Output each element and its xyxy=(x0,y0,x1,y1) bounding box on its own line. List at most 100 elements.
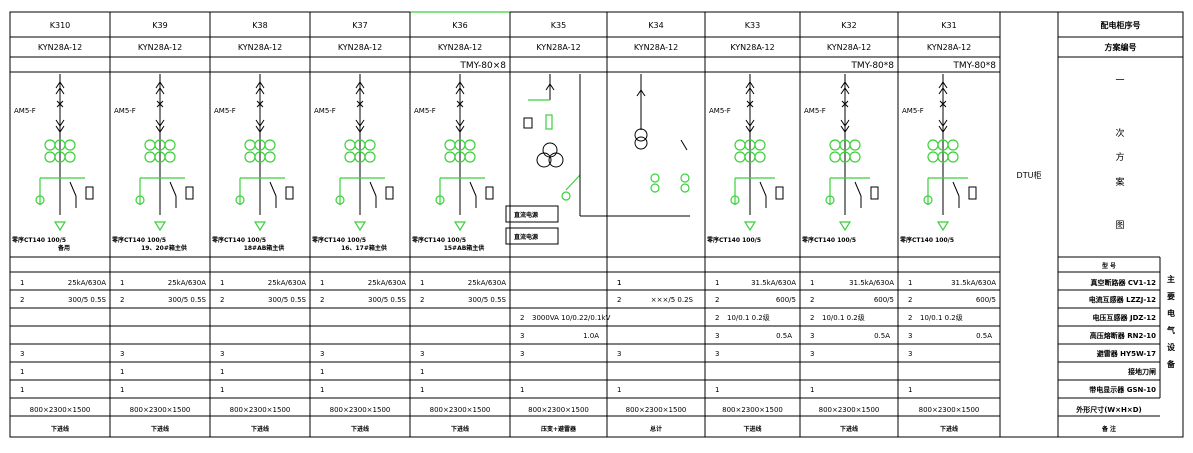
dc-supply-box xyxy=(505,227,559,245)
arrester-icon xyxy=(775,186,784,200)
cabinet-model: KYN28A-12 xyxy=(38,43,82,52)
ct-ratio: 300/5 0.5S xyxy=(168,296,207,304)
scheme-title-char: 方 xyxy=(1115,151,1124,163)
ct-icon xyxy=(244,139,256,151)
plug-contact-icon xyxy=(55,81,65,95)
cabinet-use: 下进线 xyxy=(451,425,469,433)
arrester-qty: 3 xyxy=(908,350,912,358)
zero-seq-ct: 零序CT140 100/5 xyxy=(706,236,761,244)
indicator-lamp-icon xyxy=(825,195,835,205)
indicator-qty: 1 xyxy=(420,386,424,394)
breaker-icon xyxy=(939,100,947,108)
plug-contact-icon xyxy=(636,89,646,97)
legend-side-char: 备 xyxy=(1166,359,1176,369)
arrester-icon xyxy=(523,117,533,129)
indicator-qty: 1 xyxy=(120,386,124,394)
cabinet-number: K35 xyxy=(551,21,566,30)
earth-switch-icon xyxy=(469,181,477,208)
legend-side-char: 电 xyxy=(1167,308,1175,318)
row-index: 2 xyxy=(220,296,224,304)
ct-icon xyxy=(927,139,939,151)
transformer-icon xyxy=(548,152,564,168)
scheme-title-char: 次 xyxy=(1115,127,1124,139)
row-index: 1 xyxy=(908,279,912,287)
row-index: 2 xyxy=(320,296,324,304)
legend-size-header: 外形尺寸(W×H×D) xyxy=(1076,405,1142,414)
plug-contact-icon xyxy=(745,81,755,95)
ct-icon xyxy=(947,151,959,163)
cabinet-number: K32 xyxy=(841,21,856,30)
cable-terminal-icon xyxy=(153,221,167,232)
ct-icon xyxy=(754,139,766,151)
cabinet-use: 下进线 xyxy=(940,425,958,433)
cabinet-model: KYN28A-12 xyxy=(634,43,678,52)
ct-icon xyxy=(144,151,156,163)
ct-icon xyxy=(734,139,746,151)
cabinet-use: 下进线 xyxy=(351,425,369,433)
row-index: 3 xyxy=(715,332,719,340)
pt-icon xyxy=(634,128,648,142)
cabinet-size: 800×2300×1500 xyxy=(30,406,91,414)
cabinet-number: K38 xyxy=(252,21,267,30)
fuse-rating: 0.5A xyxy=(976,332,992,340)
row-index: 2 xyxy=(715,314,719,322)
earth-switch-icon xyxy=(759,181,767,208)
cabinet-use: 压变+避雷器 xyxy=(541,425,577,433)
earth-switch-qty: 1 xyxy=(320,368,324,376)
plug-contact-icon xyxy=(155,119,165,133)
fuse-icon xyxy=(545,114,553,130)
plug-contact-icon xyxy=(840,119,850,133)
plug-contact-icon xyxy=(745,119,755,133)
zero-seq-ct: 零序CT140 100/5 xyxy=(801,236,856,244)
ct-icon xyxy=(64,151,76,163)
row-index: 3 xyxy=(908,332,912,340)
plug-contact-icon xyxy=(840,81,850,95)
legend-equipment: 避雷器 HY5W-17 xyxy=(1096,349,1156,358)
cabinet-use: 下进线 xyxy=(51,425,69,433)
cable-terminal-icon xyxy=(936,221,950,232)
arrester-qty: 3 xyxy=(20,350,24,358)
earth-switch-icon xyxy=(680,139,688,151)
ct-icon xyxy=(164,151,176,163)
row-index: 1 xyxy=(220,279,224,287)
cabinet-number: K39 xyxy=(152,21,167,30)
cabinet-use: 下进线 xyxy=(840,425,858,433)
row-index: 2 xyxy=(20,296,24,304)
indicator-qty: 1 xyxy=(908,386,912,394)
cable-terminal-icon xyxy=(743,221,757,232)
fuse-rating: 1.0A xyxy=(583,332,599,340)
ct-ratio: 600/5 xyxy=(874,296,894,304)
ct-icon xyxy=(344,151,356,163)
legend-side-char: 要 xyxy=(1167,292,1175,301)
indicator-qty: 1 xyxy=(715,386,719,394)
plug-contact-icon xyxy=(255,119,265,133)
cabinet-number: K31 xyxy=(941,21,956,30)
cabinet-model: KYN28A-12 xyxy=(730,43,774,52)
ct-icon xyxy=(829,151,841,163)
cabinet-model: KYN28A-12 xyxy=(338,43,382,52)
meter-model: AM5-F xyxy=(709,107,731,115)
legend-header: 配电柜序号 xyxy=(1101,20,1141,30)
arrester-icon xyxy=(385,186,394,200)
legend-equipment: 电压互感器 JDZ-12 xyxy=(1093,313,1157,322)
plug-contact-icon xyxy=(255,81,265,95)
arrester-icon xyxy=(185,186,194,200)
ct-icon xyxy=(444,151,456,163)
ct-icon xyxy=(364,139,376,151)
ct-icon xyxy=(244,151,256,163)
earth-switch-icon xyxy=(269,181,277,208)
row-index: 2 xyxy=(120,296,124,304)
zero-seq-ct: 零序CT140 100/5 xyxy=(899,236,954,244)
dtu-label: DTU柜 xyxy=(1017,170,1042,180)
busbar-spec: TMY-80*8 xyxy=(850,61,894,71)
row-index: 2 xyxy=(908,314,912,322)
ct-icon xyxy=(680,183,690,193)
breaker-rating: 31.5kA/630A xyxy=(751,279,796,287)
plug-contact-icon xyxy=(155,81,165,95)
cabinet-model: KYN28A-12 xyxy=(138,43,182,52)
row-index: 2 xyxy=(715,296,719,304)
